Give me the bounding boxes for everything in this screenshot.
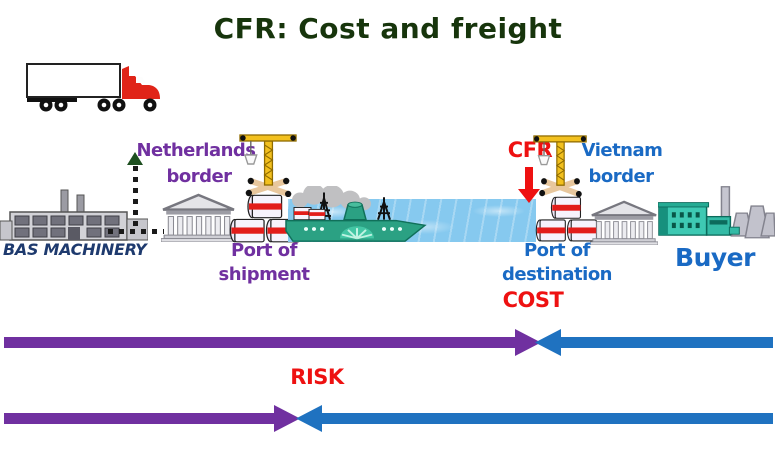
cost-label: COST [502,288,564,312]
risk-label: RISK [290,365,344,389]
port-of-shipment-line1: Port of [230,240,298,261]
customs-house-icon [590,200,658,245]
customs-house-icon [161,193,236,242]
risk-seller-arrow [4,405,300,432]
netherlands-border-line2: border [166,166,232,187]
cost-buyer-arrow [535,329,773,356]
containers-icon [535,196,598,242]
up-arrow-icon [127,152,143,165]
cfr-down-arrowhead-icon [518,189,540,203]
cfr-down-arrow-icon [525,167,533,189]
page-title: CFR: Cost and freight [213,12,563,45]
port-of-destination-line1: Port of [523,240,591,261]
risk-buyer-arrow [296,405,773,432]
risk-transfer-arrows [4,405,773,432]
seller-factory-icon [0,189,148,241]
truck-icon [26,63,160,112]
border-dotted-line-horizontal [108,229,164,234]
buyer-factory-icon [658,186,775,239]
cost-transfer-arrows [4,329,773,356]
netherlands-border-line1: Netherlands [136,140,256,161]
harbor-crane-icon [533,135,587,197]
cost-seller-arrow [4,329,541,356]
port-of-destination-line2: destination [502,264,613,285]
port-of-shipment-line2: shipment [218,264,310,285]
vietnam-border-line2: border [588,166,654,187]
border-dotted-line-vertical [133,166,138,230]
vietnam-border-line1: Vietnam [581,140,663,161]
buyer-label: Buyer [675,243,755,272]
cargo-ship-icon [285,186,427,242]
seller-name: BAS MACHINERY [3,240,147,259]
harbor-crane-icon [239,134,297,197]
